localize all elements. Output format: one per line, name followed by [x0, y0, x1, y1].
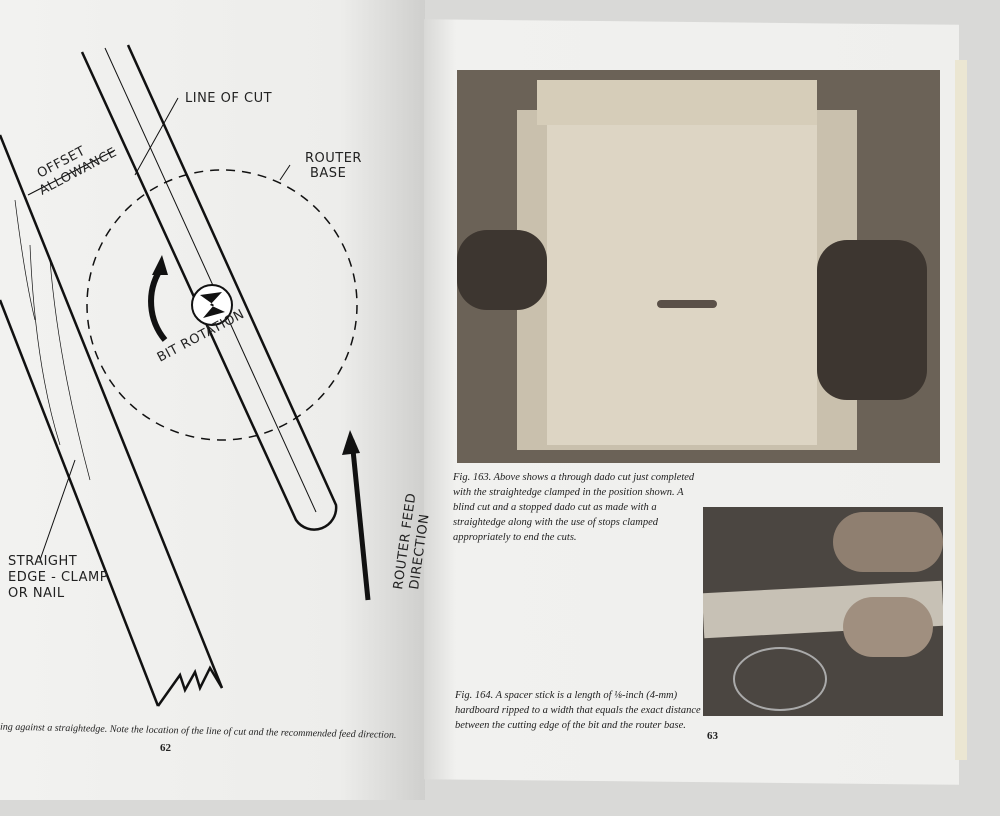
- leader: [134, 97, 179, 176]
- rotation-arrow-head: [152, 255, 168, 275]
- feed-arrow-head: [342, 430, 360, 455]
- line-of-cut: [104, 47, 317, 513]
- page-number-62: 62: [160, 742, 171, 754]
- page-edge: [955, 60, 967, 760]
- label-base: BASE: [310, 166, 346, 181]
- bit-rotation-arrow: [148, 268, 168, 342]
- label-line-of-cut: LINE OF CUT: [185, 91, 272, 106]
- label-straight: STRAIGHT: [8, 554, 77, 569]
- label-or-nail: OR NAIL: [8, 586, 65, 601]
- leader: [39, 459, 76, 561]
- label-edge-clamp: EDGE - CLAMP: [8, 570, 108, 585]
- straightedge-broken-end: [156, 665, 224, 707]
- offset-dimension: [27, 149, 116, 196]
- label-router: ROUTER: [305, 151, 362, 166]
- fig-163-photo: [457, 70, 940, 463]
- feed-arrow: [349, 439, 371, 601]
- router-base-circle: [86, 169, 358, 441]
- fig-164-caption: Fig. 164. A spacer stick is a length of …: [455, 690, 701, 731]
- fig-163-caption: Fig. 163. Above shows a through dado cut…: [453, 472, 695, 543]
- straightedge-inner-edge: [0, 134, 224, 689]
- router-diagram: LINE OF CUT OFFSET ALLOWANCE ROUTER BASE…: [0, 44, 430, 707]
- straightedge-outer-edge: [0, 299, 160, 707]
- bit-path: [80, 44, 338, 531]
- fig-164-photo: [703, 507, 943, 716]
- page-number-63: 63: [707, 730, 718, 742]
- leader: [279, 164, 291, 181]
